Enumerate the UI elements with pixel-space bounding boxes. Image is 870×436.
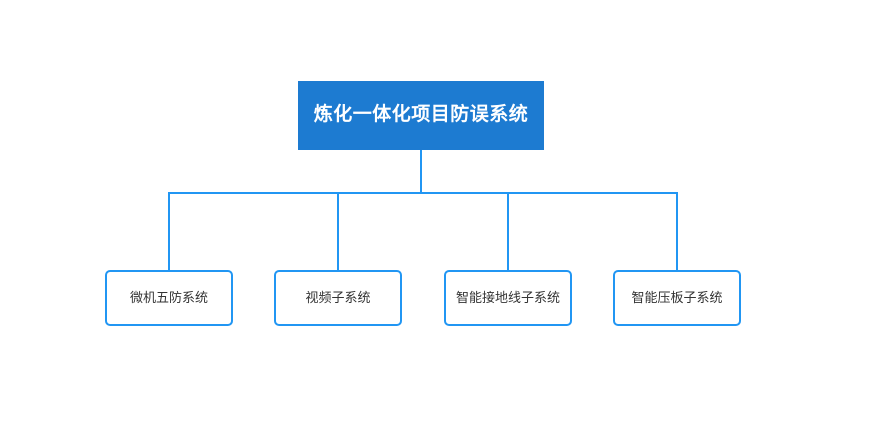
child-node-2-label: 视频子系统 bbox=[305, 289, 371, 305]
child-node-2[interactable]: 视频子系统 bbox=[274, 270, 402, 326]
root-node[interactable]: 炼化一体化项目防误系统 bbox=[298, 81, 544, 150]
root-node-label: 炼化一体化项目防误系统 bbox=[313, 104, 529, 126]
child-node-1-label: 微机五防系统 bbox=[129, 289, 208, 305]
child-node-1[interactable]: 微机五防系统 bbox=[105, 270, 233, 326]
child-node-3-label: 智能接地线子系统 bbox=[455, 289, 560, 305]
child-node-4[interactable]: 智能压板子系统 bbox=[613, 270, 741, 326]
child-node-4-label: 智能压板子系统 bbox=[631, 289, 723, 305]
child-node-3[interactable]: 智能接地线子系统 bbox=[444, 270, 572, 326]
